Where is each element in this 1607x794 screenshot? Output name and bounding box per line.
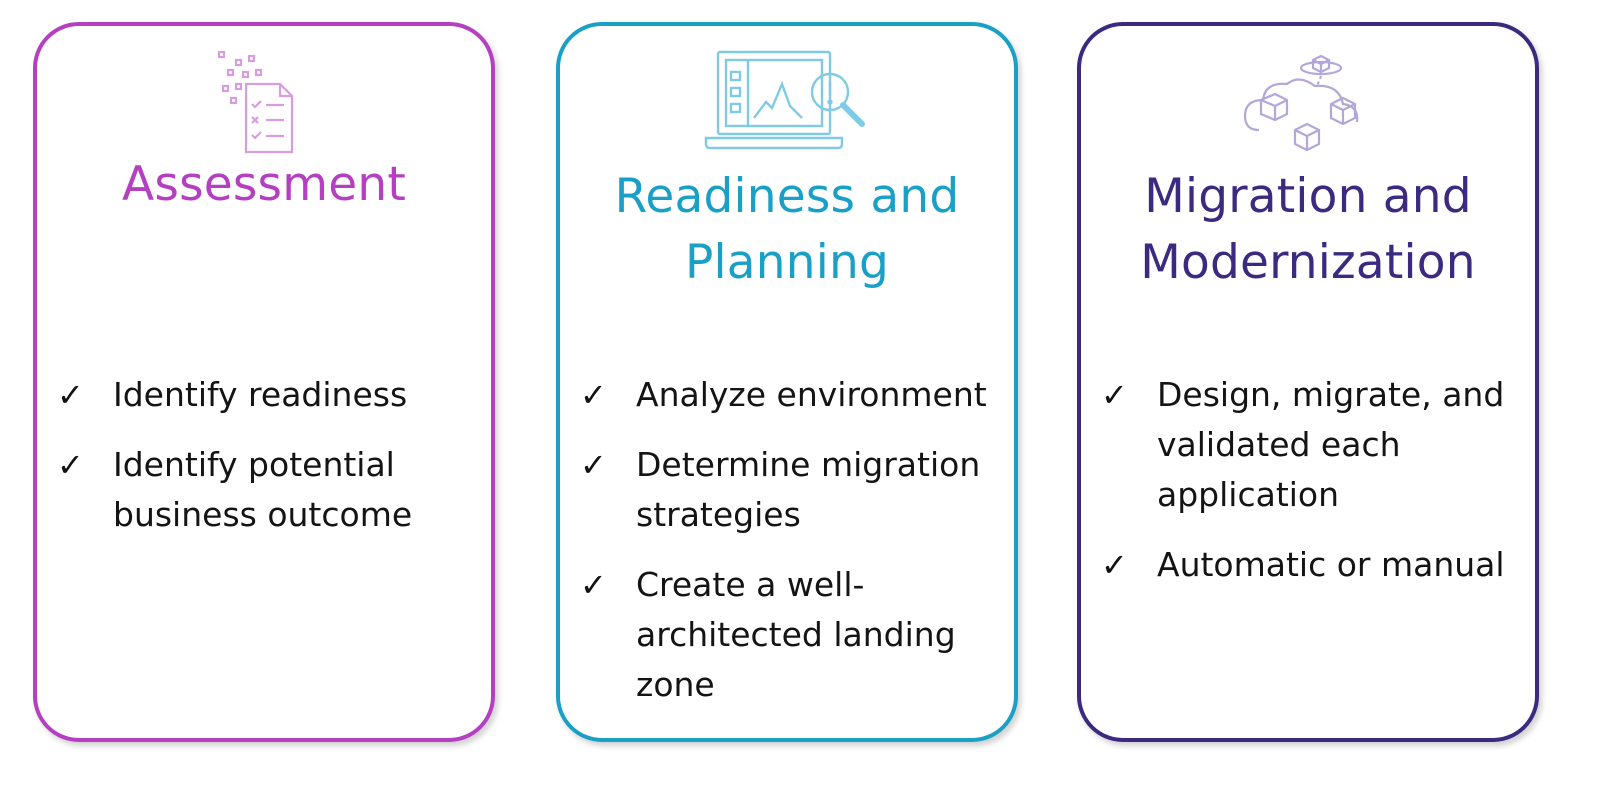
list-item: ✓ Design, migrate, and validated each ap… <box>1101 370 1525 520</box>
title-line: Modernization <box>1140 235 1476 290</box>
check-icon: ✓ <box>57 446 84 484</box>
readiness-planning-title: Readiness and Planning <box>560 164 1014 296</box>
title-line: Assessment <box>122 157 406 212</box>
list-item-text: Determine migration strategies <box>636 445 981 534</box>
list-item: ✓ Create a well-architected landing zone <box>580 560 1004 710</box>
list-item-text: Automatic or manual <box>1157 545 1505 584</box>
cloud-cubes-icon <box>1243 46 1373 158</box>
migration-modernization-title: Migration and Modernization <box>1081 164 1535 296</box>
check-icon: ✓ <box>1101 376 1128 414</box>
list-item-text: Analyze environment <box>636 375 987 414</box>
list-item: ✓ Identify readiness <box>57 370 481 420</box>
list-item-text: Create a well-architected landing zone <box>636 565 956 704</box>
list-item-text: Design, migrate, and validated each appl… <box>1157 375 1505 514</box>
title-line: Migration and <box>1144 169 1472 224</box>
assessment-title: Assessment <box>37 152 491 218</box>
check-icon: ✓ <box>580 376 607 414</box>
migration-modernization-card: Migration and Modernization ✓ Design, mi… <box>1077 22 1539 742</box>
title-line: Planning <box>684 235 890 290</box>
assessment-list: ✓ Identify readiness ✓ Identify potentia… <box>57 370 481 560</box>
list-item-text: Identify potential business outcome <box>113 445 413 534</box>
check-icon: ✓ <box>580 566 607 604</box>
list-item: ✓ Automatic or manual <box>1101 540 1525 590</box>
list-item: ✓ Determine migration strategies <box>580 440 1004 540</box>
assessment-card: Assessment ✓ Identify readiness ✓ Identi… <box>33 22 495 742</box>
title-line: Readiness and <box>614 169 960 224</box>
check-icon: ✓ <box>1101 546 1128 584</box>
migration-modernization-list: ✓ Design, migrate, and validated each ap… <box>1101 370 1525 610</box>
laptop-analysis-icon <box>702 46 872 156</box>
readiness-planning-card: Readiness and Planning ✓ Analyze environ… <box>556 22 1018 742</box>
checklist-document-icon <box>214 48 314 158</box>
check-icon: ✓ <box>57 376 84 414</box>
list-item: ✓ Identify potential business outcome <box>57 440 481 540</box>
list-item-text: Identify readiness <box>113 375 408 414</box>
list-item: ✓ Analyze environment <box>580 370 1004 420</box>
check-icon: ✓ <box>580 446 607 484</box>
readiness-planning-list: ✓ Analyze environment ✓ Determine migrat… <box>580 370 1004 730</box>
